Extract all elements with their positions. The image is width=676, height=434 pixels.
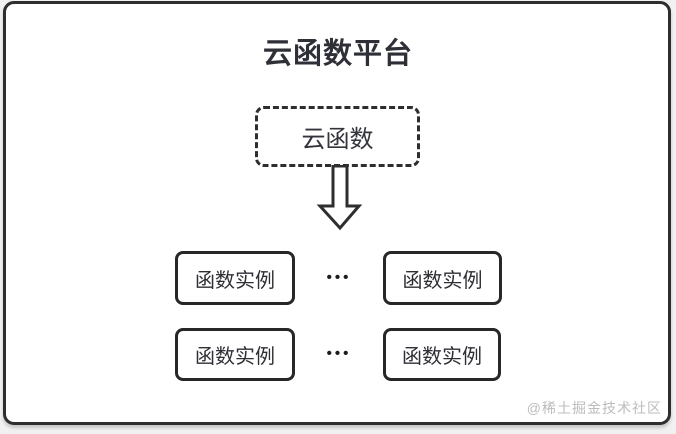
function-instance-box: 函数实例 [175,328,295,381]
page-title: 云函数平台 [262,38,413,70]
function-instance-box: 函数实例 [383,328,501,381]
down-arrow-icon [316,165,363,231]
function-instance-label: 函数实例 [195,346,275,368]
function-instance-box: 函数实例 [175,251,295,305]
function-instance-label: 函数实例 [402,269,483,292]
ellipsis-row1: ••• [326,269,352,286]
function-instance-box: 函数实例 [383,251,502,305]
function-instance-label: 函数实例 [195,269,275,292]
ellipsis-row2: ••• [326,345,352,362]
cloud-function-label: 云函数 [301,126,374,153]
cloud-function-node: 云函数 [255,106,420,167]
watermark: @稀土掘金技术社区 [526,400,662,416]
function-instance-label: 函数实例 [402,346,482,368]
